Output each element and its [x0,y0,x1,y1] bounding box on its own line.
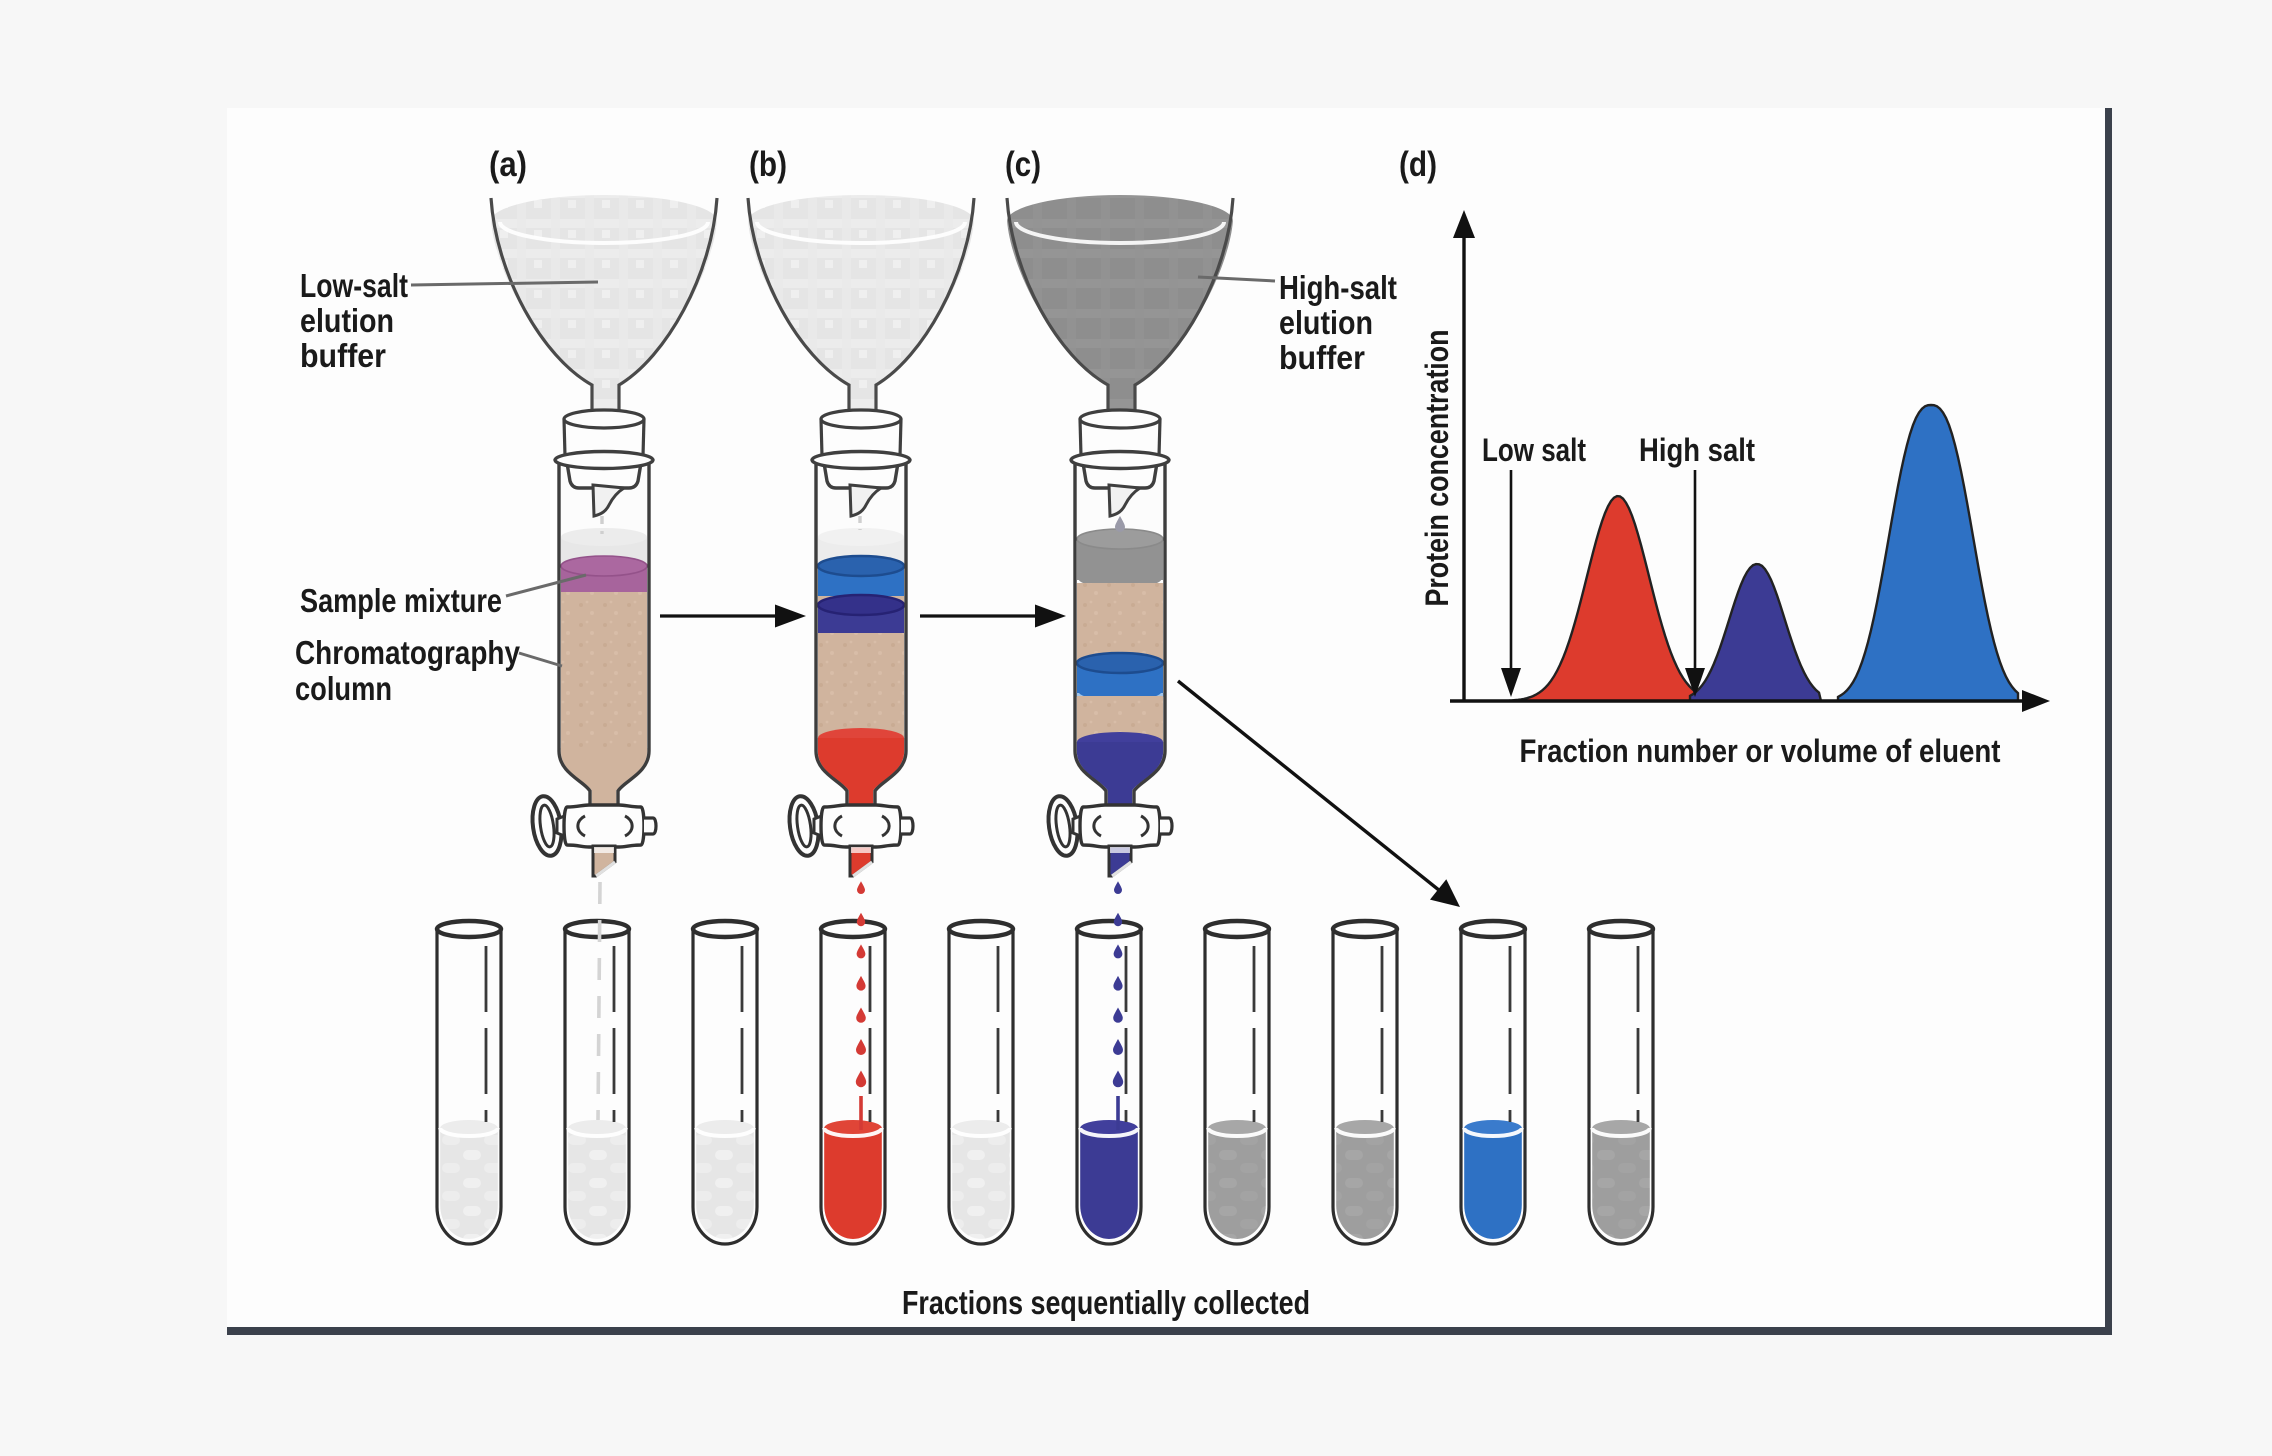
svg-text:buffer: buffer [300,337,386,374]
svg-text:Low-salt: Low-salt [300,267,408,304]
svg-text:Low salt: Low salt [1482,432,1586,468]
svg-text:Protein concentration: Protein concentration [1419,330,1455,607]
svg-text:Fraction number or volume of e: Fraction number or volume of eluent [1520,733,2001,769]
svg-text:Sample mixture: Sample mixture [300,582,502,619]
svg-text:elution: elution [300,302,394,339]
svg-text:Chromatography: Chromatography [295,634,521,671]
svg-text:Fractions sequentially collect: Fractions sequentially collected [902,1284,1310,1321]
svg-text:column: column [295,670,392,707]
svg-text:(d): (d) [1399,145,1437,184]
svg-text:High salt: High salt [1639,432,1755,468]
svg-text:(a): (a) [489,145,527,184]
svg-text:(b): (b) [749,145,787,184]
svg-text:High-salt: High-salt [1279,269,1397,306]
svg-text:buffer: buffer [1279,339,1365,376]
svg-text:elution: elution [1279,304,1373,341]
svg-text:(c): (c) [1005,145,1041,184]
